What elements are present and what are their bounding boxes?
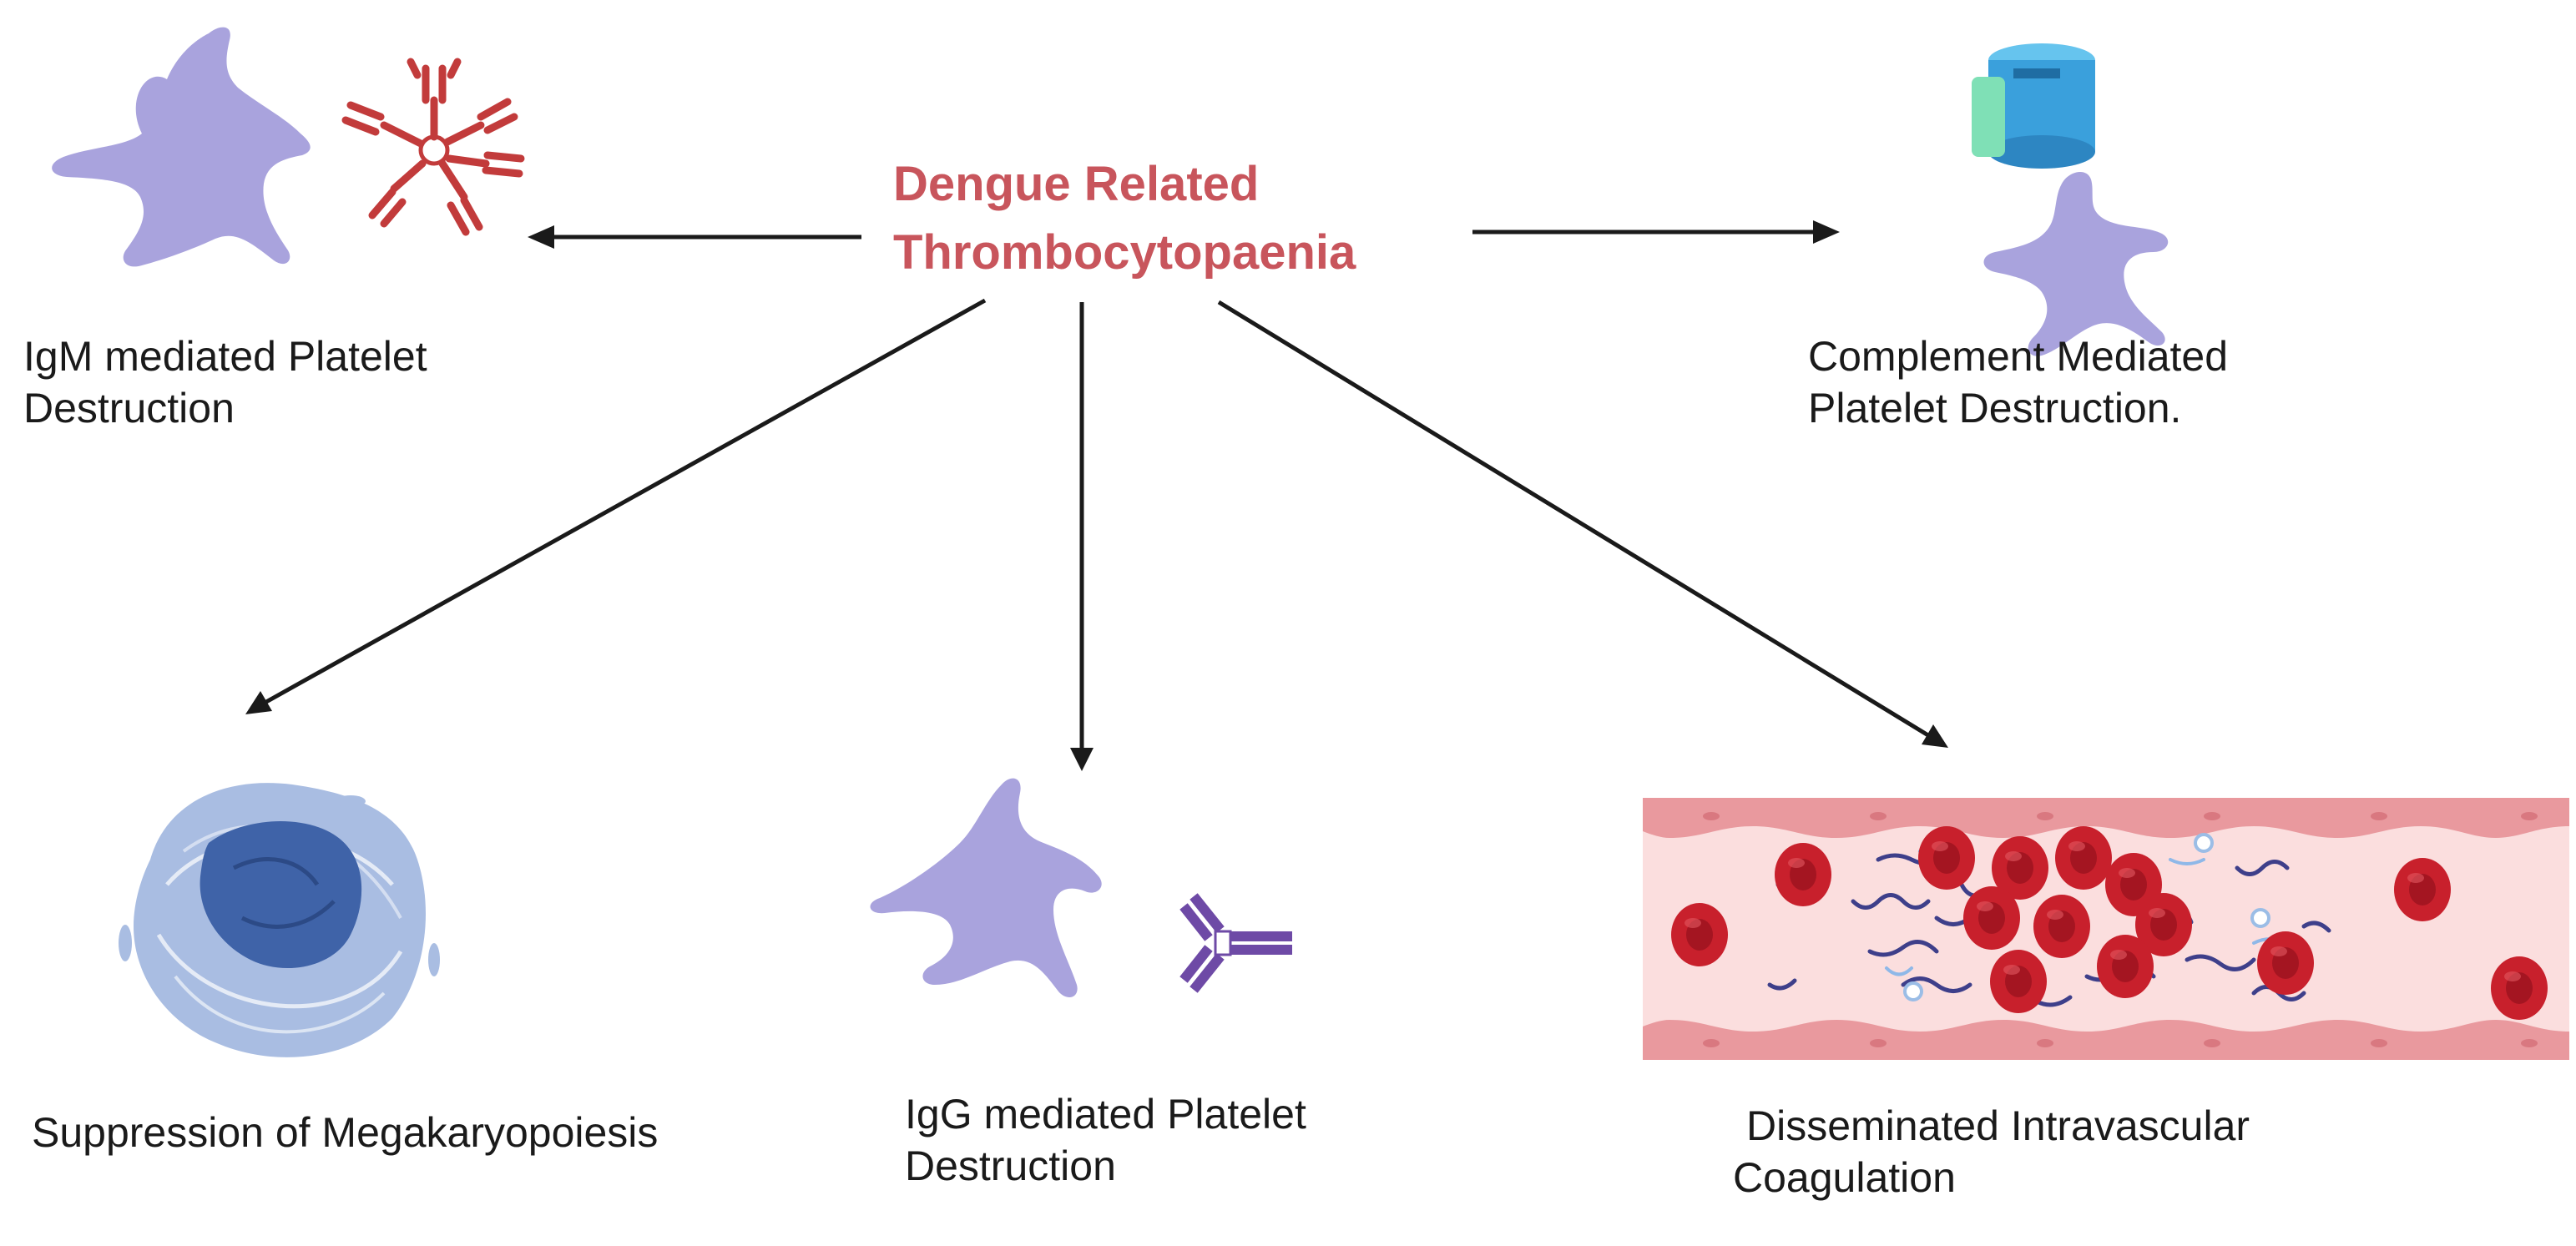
megakaryopoiesis-label-line-1: Suppression of Megakaryopoiesis	[32, 1109, 659, 1156]
complement-label-line-2: Platelet Destruction.	[1808, 385, 2182, 431]
megakaryopoiesis-label: Suppression of Megakaryopoiesis	[32, 1107, 658, 1158]
igg-platelet-icon	[870, 778, 1102, 997]
arrowhead-complement	[1813, 220, 1840, 244]
arrow-to-dic	[1217, 300, 1937, 742]
arrowhead-megakaryopoiesis	[245, 691, 272, 714]
diagram-title: Dengue Related Thrombocytopaenia	[893, 150, 1356, 287]
arrowheads	[245, 220, 1948, 771]
arrowhead-dic	[1922, 724, 1948, 748]
igg-label-line-1: IgG mediated Platelet	[905, 1091, 1306, 1138]
arrows	[257, 230, 1937, 754]
complement-label: Complement Mediated Platelet Destruction…	[1808, 330, 2228, 434]
igm-platelet-icon	[52, 27, 311, 267]
complement-platelet-icon	[1983, 171, 2169, 356]
title-line-2: Thrombocytopaenia	[893, 225, 1356, 280]
igg-label-line-2: Destruction	[905, 1143, 1116, 1189]
igg-antibody-icon	[1179, 893, 1292, 993]
blood-vessel-icon	[1643, 798, 2569, 1060]
activated-platelets	[1903, 833, 2270, 1001]
arrowhead-igg	[1070, 748, 1094, 771]
arrowhead-igm	[528, 225, 554, 249]
igm-label-line-1: IgM mediated Platelet	[23, 333, 427, 380]
igm-label: IgM mediated Platelet Destruction	[23, 330, 427, 434]
dic-label: Disseminated Intravascular Coagulation	[1733, 1100, 2250, 1203]
dic-label-line-2: Coagulation	[1733, 1154, 1956, 1201]
title-line-1: Dengue Related	[893, 157, 1260, 211]
complement-label-line-1: Complement Mediated	[1808, 333, 2229, 380]
igg-label: IgG mediated Platelet Destruction	[905, 1088, 1306, 1192]
megakaryocyte-icon	[119, 783, 440, 1057]
igm-label-line-2: Destruction	[23, 385, 235, 431]
igm-antibody-icon	[341, 58, 525, 236]
igg-hinge	[1214, 930, 1232, 956]
complement-icon	[1972, 43, 2095, 169]
arrow-to-megakaryopoiesis	[257, 298, 987, 709]
dic-label-line-1: Disseminated Intravascular	[1746, 1102, 2250, 1149]
